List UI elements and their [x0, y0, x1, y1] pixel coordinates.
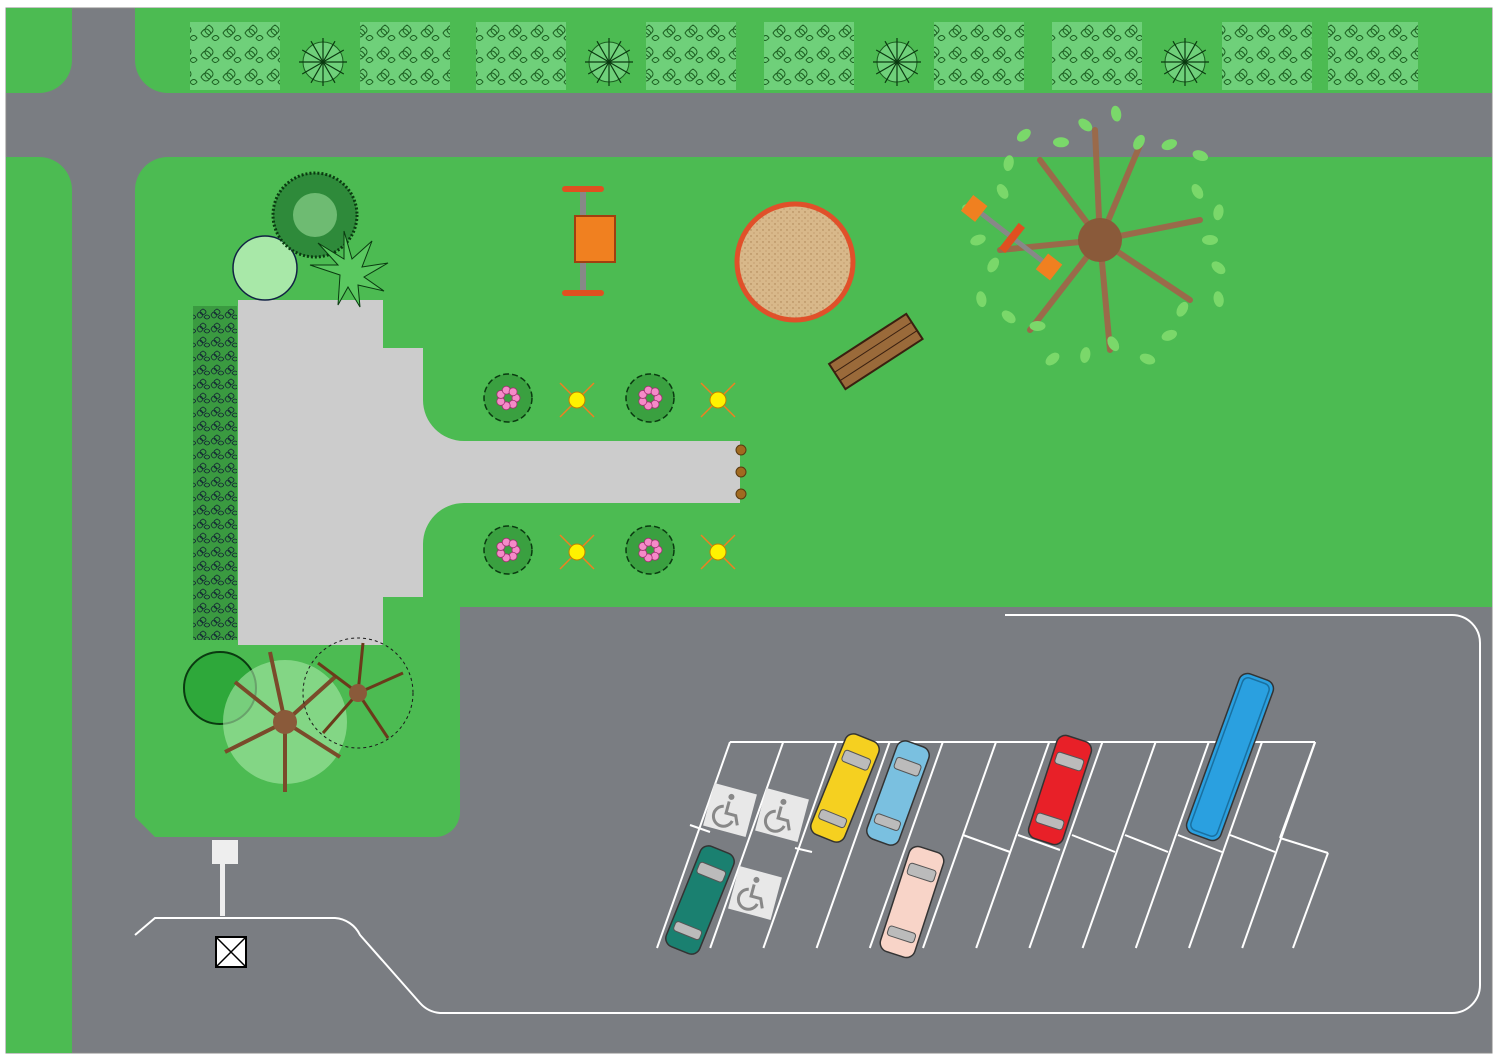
flower-bush [625, 373, 675, 423]
stall-line [709, 741, 785, 949]
hedge-planting [646, 22, 736, 90]
stall-line [1188, 741, 1263, 949]
main-lawn [135, 157, 1492, 837]
leaf [1111, 105, 1122, 122]
bollards [735, 444, 747, 500]
teal-car [665, 845, 735, 955]
leaf [1107, 336, 1120, 352]
leaf [1192, 150, 1209, 162]
stall-line [922, 741, 997, 949]
vehicles [665, 672, 1275, 959]
tree-cluster [183, 637, 414, 792]
leaf [987, 257, 1000, 273]
leaf [996, 184, 1009, 199]
leaf [1133, 134, 1145, 150]
sandbox [734, 201, 856, 323]
top-grass-strip [6, 8, 72, 93]
hedge-planting [764, 22, 854, 90]
leaf [970, 234, 986, 246]
pink-car [879, 845, 945, 959]
swing-seat [574, 215, 616, 263]
building [238, 300, 740, 645]
leaf [1052, 137, 1069, 148]
wheelchair-icon [728, 866, 782, 920]
accessible-spaces [703, 783, 809, 920]
blue-bus [1185, 672, 1275, 842]
leaf [1161, 139, 1178, 151]
leaf [1211, 261, 1226, 275]
stall-line [1028, 741, 1104, 949]
stall-line [815, 741, 891, 949]
leaf [1016, 128, 1031, 142]
flower-beds [483, 373, 736, 575]
lamp-icon [700, 534, 736, 570]
leaf [1080, 347, 1091, 363]
hedge-planting [476, 22, 566, 90]
large-tree [962, 105, 1226, 366]
left-grass-strip [6, 157, 72, 1053]
red-car [1027, 734, 1093, 846]
starburst-shrub [585, 38, 633, 86]
hedge-row [193, 306, 237, 640]
leaf [1191, 184, 1204, 199]
leaf [1202, 235, 1218, 245]
flower-bush [483, 525, 533, 575]
leaf [1213, 204, 1224, 221]
stall-line [975, 741, 1051, 949]
lamp-icon [559, 534, 595, 570]
stall-line [868, 741, 944, 949]
hedge-planting [190, 22, 280, 90]
stall-line [1081, 741, 1157, 949]
bare-tree [302, 637, 414, 749]
leaf [1001, 310, 1016, 324]
parking-outline [134, 614, 1481, 1014]
parking-stalls [656, 741, 1329, 949]
bench [827, 312, 924, 391]
hedge-planting [1328, 22, 1418, 90]
leaf [1078, 118, 1093, 132]
swing [562, 186, 616, 296]
top-planting-row [190, 22, 1418, 90]
light-blue-car [866, 740, 930, 846]
leaf [1139, 353, 1156, 365]
hedge-planting [1222, 22, 1312, 90]
leaf [1213, 291, 1224, 308]
round-shrub [232, 235, 298, 301]
leaf [1003, 155, 1014, 172]
hedge-planting [360, 22, 450, 90]
leaf [1029, 321, 1046, 332]
hedge-planting [934, 22, 1024, 90]
starburst-shrub [299, 38, 347, 86]
agave-plant [309, 230, 389, 308]
shrub-cluster [232, 171, 389, 308]
leaf [1161, 329, 1178, 341]
seesaw [960, 195, 1063, 281]
leaf [1176, 301, 1189, 317]
wheelchair-icon [755, 788, 809, 842]
hedge-planting [1052, 22, 1142, 90]
stall-line [762, 741, 838, 949]
lamp-icon [559, 382, 595, 418]
lamp-icon [700, 382, 736, 418]
leaf [976, 291, 987, 308]
leaf [1045, 352, 1060, 366]
flower-bush [625, 525, 675, 575]
starburst-shrub [873, 38, 921, 86]
stall-line [1134, 741, 1210, 949]
entrance-sign [212, 840, 238, 916]
yellow-car [810, 733, 880, 843]
utility-box-icon [215, 936, 247, 968]
wheelchair-icon [703, 783, 757, 837]
stall-line [656, 741, 731, 949]
flower-bush [483, 373, 533, 423]
starburst-shrub [1161, 38, 1209, 86]
